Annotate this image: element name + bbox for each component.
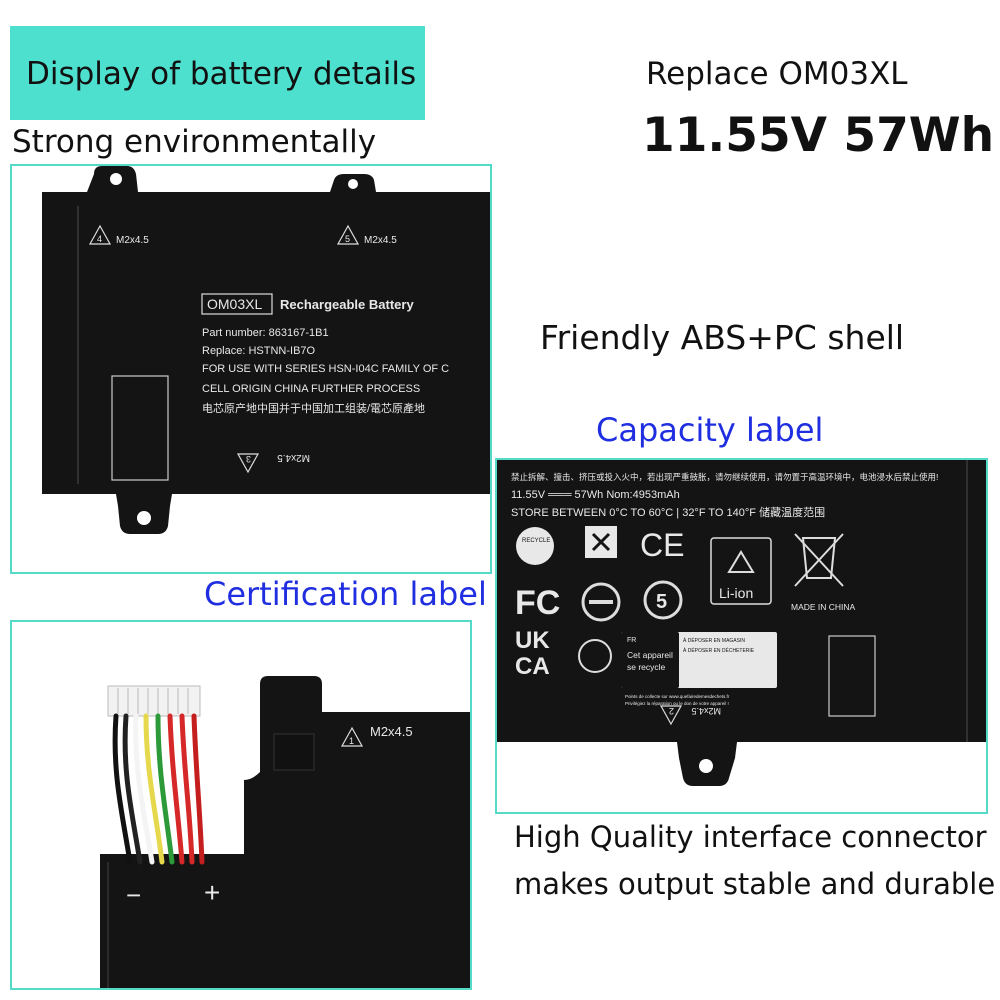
screw-triangle-icon xyxy=(659,705,683,726)
connector-caption-line2: makes output stable and durable xyxy=(514,867,996,901)
collecte-text: Points de collecte sur www.quefairedemes… xyxy=(625,694,730,699)
friendly-shell-caption: Friendly ABS+PC shell xyxy=(540,318,905,357)
model-code: OM03XL xyxy=(207,296,262,312)
screw-number: 1 xyxy=(349,736,354,746)
certification-label-caption: Certification label xyxy=(204,575,487,613)
fr-tag: FR xyxy=(627,637,636,644)
banner-text: Display of battery details xyxy=(26,56,417,92)
connector-plug xyxy=(107,685,201,717)
rating-text: 11.55V ═══ 57Wh Nom:4953mAh xyxy=(511,489,680,501)
screw-number: 2 xyxy=(669,706,674,716)
epup-number: 5 xyxy=(656,591,667,613)
part-number: Part number: 863167-1B1 xyxy=(202,327,329,339)
mount-hole xyxy=(137,511,151,525)
privilegiez-text: Privilégiez la réparation ou le don de v… xyxy=(625,701,729,706)
chinese-origin-line: 电芯原产地中国并于中国加工组装/電芯原產地 xyxy=(202,401,425,415)
connector-housing xyxy=(273,733,315,771)
positive-terminal-mark: + xyxy=(204,877,220,908)
blank-label-box xyxy=(111,375,169,481)
ce-mark: CE xyxy=(640,527,684,563)
cell-origin-line: CELL ORIGIN CHINA FURTHER PROCESS xyxy=(202,383,420,395)
se-recycle-text: se recycle xyxy=(627,662,666,672)
connector-illustration: 1 M2x4.5 − + xyxy=(100,676,470,988)
made-in-text: MADE IN CHINA xyxy=(791,602,856,612)
deposer-decheterie-text: À DÉPOSER EN DÉCHETERIE xyxy=(683,647,755,654)
mount-hole xyxy=(348,179,358,189)
screw-number: 4 xyxy=(97,234,102,244)
ukca-mark: CA xyxy=(515,653,550,680)
replace-model-heading: Replace OM03XL xyxy=(646,56,908,92)
bin-cross xyxy=(794,533,844,587)
voltage-capacity-heading: 11.55V 57Wh xyxy=(642,108,995,163)
recycle-seal-text: RECYCLE xyxy=(522,538,550,544)
screw-triangle-icon xyxy=(88,224,112,245)
person-recycle-icon xyxy=(578,639,612,673)
battery-label-photo: 4 M2x4.5 5 M2x4.5 OM03XL Rechargeable Ba… xyxy=(10,164,492,574)
for-use-line: FOR USE WITH SERIES HSN-I04C FAMILY OF C xyxy=(202,363,449,375)
deposer-magasin-text: À DÉPOSER EN MAGASIN xyxy=(683,637,745,644)
screw-size: M2x4.5 xyxy=(691,706,721,716)
screw-number: 5 xyxy=(345,234,350,244)
triman-left-panel xyxy=(621,632,679,688)
blank-label-box xyxy=(828,635,876,717)
screw-size: M2x4.5 xyxy=(116,235,149,246)
screw-size: M2x4.5 xyxy=(364,235,397,246)
compliance-circle-icon xyxy=(581,582,621,622)
capacity-label-caption: Capacity label xyxy=(596,411,824,449)
screw-triangle-icon xyxy=(236,453,260,474)
epup-icon xyxy=(643,580,683,620)
mount-hole xyxy=(699,759,713,773)
battery-label-illustration: 4 M2x4.5 5 M2x4.5 OM03XL Rechargeable Ba… xyxy=(42,166,490,534)
battery-body xyxy=(100,676,470,988)
fc-mark: FC xyxy=(515,584,560,622)
crossed-bin-icon xyxy=(801,537,837,579)
capacity-label-photo: 禁止拆解、撞击、挤压或投入火中，若出现严重鼓胀，请勿继续使用，请勿置于高温环境中… xyxy=(495,458,988,814)
screw-size: M2x4.5 xyxy=(370,724,413,739)
connector-caption-line1: High Quality interface connector xyxy=(514,820,987,854)
recycle-seal-icon xyxy=(516,527,554,565)
warning-text: 禁止拆解、撞击、挤压或投入火中，若出现严重鼓胀，请勿继续使用，请勿置于高温环境中… xyxy=(511,472,938,482)
screw-size: M2x4.5 xyxy=(277,452,310,463)
liion-text: Li-ion xyxy=(719,585,753,601)
liion-recycle-box xyxy=(710,537,772,605)
ukca-mark: UK xyxy=(515,627,550,654)
screw-triangle-icon xyxy=(336,224,360,245)
title-banner xyxy=(10,26,425,120)
replace-code: Replace: HSTNN-IB7O xyxy=(202,345,316,357)
battery-body xyxy=(497,460,986,786)
storage-text: STORE BETWEEN 0°C TO 60°C | 32°F TO 140°… xyxy=(511,505,825,519)
negative-terminal-mark: − xyxy=(126,880,141,910)
cet-appareil-text: Cet appareil xyxy=(627,650,673,660)
strong-environmentally-caption: Strong environmentally xyxy=(12,124,377,160)
screw-number: 3 xyxy=(246,454,251,464)
mount-hole xyxy=(110,173,122,185)
battery-title: Rechargeable Battery xyxy=(280,297,414,312)
screw-triangle-icon xyxy=(340,726,364,747)
model-box xyxy=(201,293,273,315)
capacity-label-illustration: 禁止拆解、撞击、挤压或投入火中，若出现严重鼓胀，请勿继续使用，请勿置于高温环境中… xyxy=(497,460,986,786)
connector-photo: 1 M2x4.5 − + xyxy=(10,620,472,990)
battery-body xyxy=(42,166,490,534)
gb-recycle-cross xyxy=(591,532,611,552)
recycle-arrows-icon xyxy=(727,550,755,573)
